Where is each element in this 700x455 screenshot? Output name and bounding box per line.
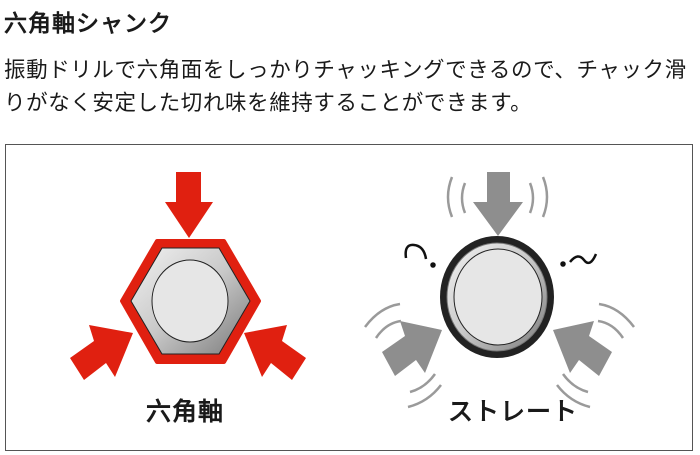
hex-label: 六角軸 xyxy=(146,397,225,426)
comparison-diagram-frame xyxy=(5,144,693,451)
straight-label: ストレート xyxy=(448,397,579,426)
arrow-left-icon xyxy=(70,325,133,380)
arrow-down-icon xyxy=(473,172,523,236)
arrow-down-icon xyxy=(165,172,213,238)
arrow-right-icon xyxy=(553,321,612,376)
page-title: 六角軸シャンク xyxy=(4,11,172,37)
description-text: 振動ドリルで六角面をしっかりチャッキングできるので、チャック滑りがなく安定した切… xyxy=(4,58,687,116)
vibration-lines-icon xyxy=(364,176,635,409)
arrow-left-icon xyxy=(382,321,442,376)
straight-shank-illustration xyxy=(440,236,554,358)
hex-shank-illustration xyxy=(120,239,261,364)
wobble-marks-icon xyxy=(404,243,598,268)
arrow-right-icon xyxy=(244,325,306,380)
